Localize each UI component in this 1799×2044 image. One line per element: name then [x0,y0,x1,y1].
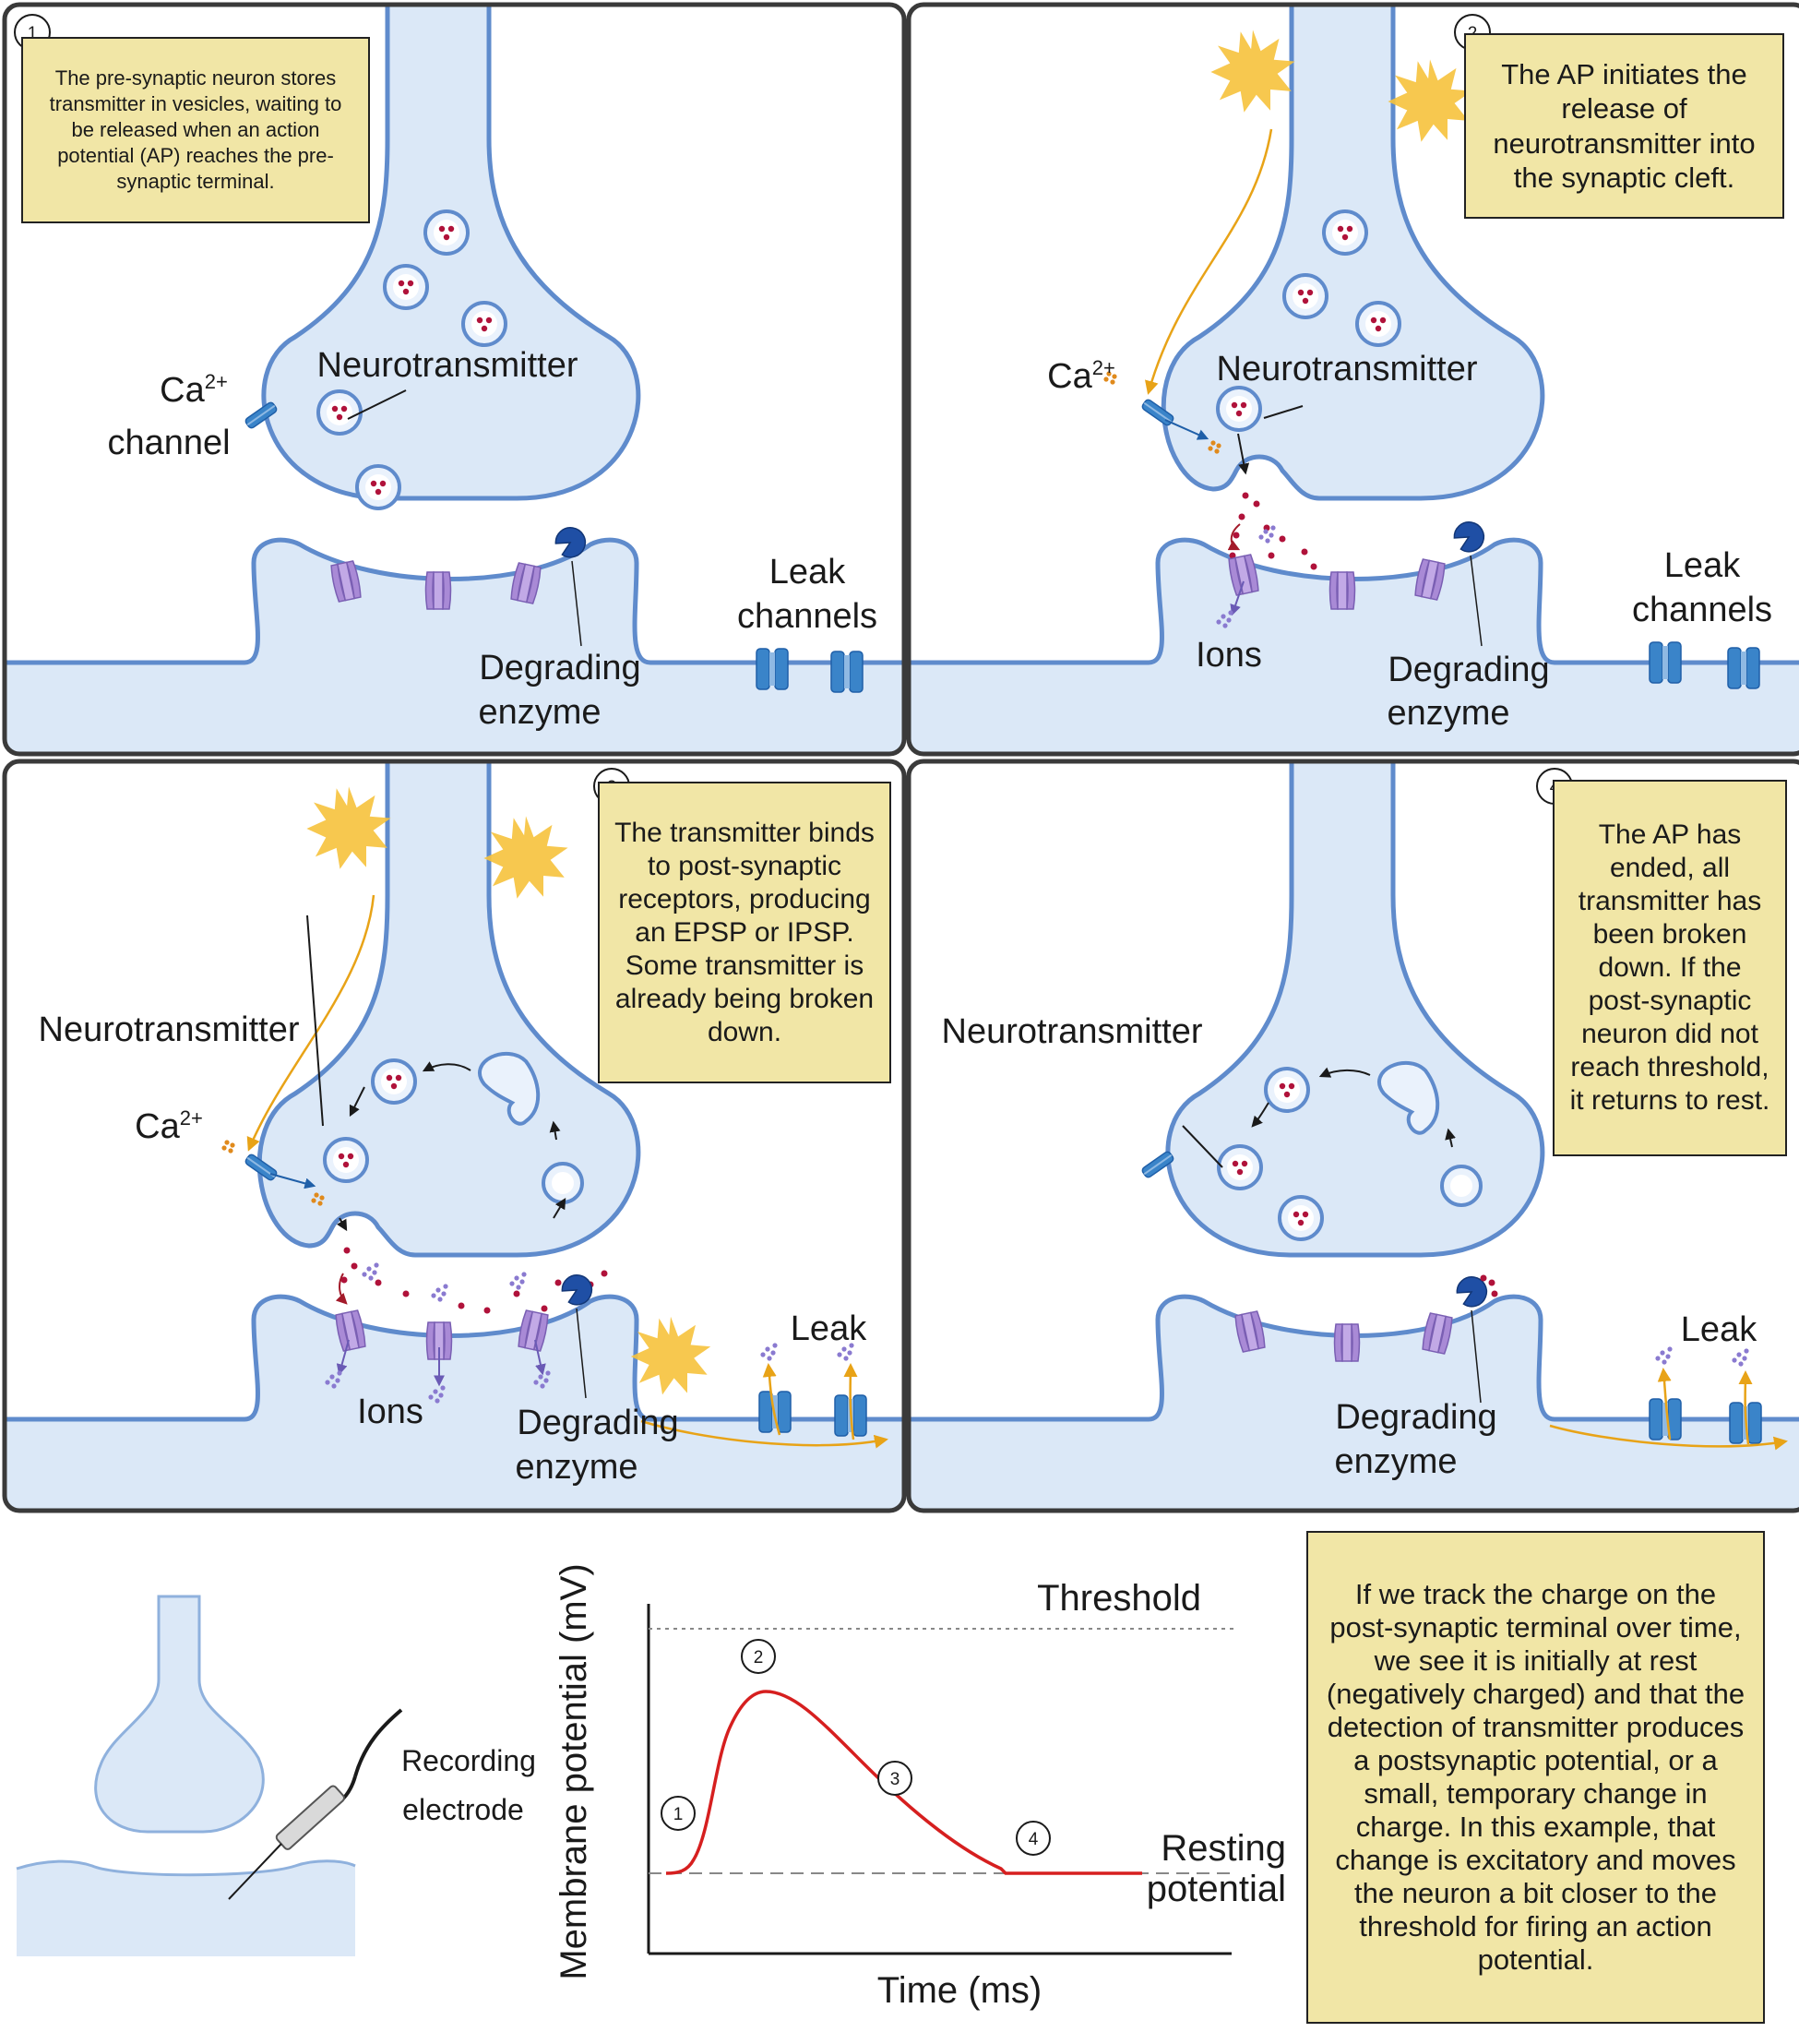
membrane-trace [665,1690,1142,1875]
synaptic-vesicle-icon [1282,273,1328,319]
leak-channel-icon [756,648,789,690]
chart-step-3: 3 [877,1761,912,1796]
ions-label: Ions [1196,636,1262,675]
leak-label: Leak [769,553,846,592]
synaptic-vesicle-icon [1217,1144,1263,1190]
svg-text:1: 1 [673,1805,684,1824]
synaptic-vesicle-icon [1216,386,1262,432]
leak-channels-label: channels [737,597,877,636]
electrode-illustration [16,1595,403,1956]
note-text: If we track the charge on the post-synap… [1326,1578,1745,1976]
note-text: The AP has ended, all transmitter has be… [1569,819,1770,1116]
ca-label: Ca2+ [135,1106,203,1146]
leak-label: Leak [791,1309,867,1348]
leak-label: Leak [1681,1310,1757,1349]
panel-1-border [2,2,907,757]
enzyme-label: enzyme [1387,694,1509,733]
leak-channels-label: channels [1632,591,1772,629]
note-panel-1: The pre-synaptic neuron stores transmitt… [21,37,370,223]
ca-channel-label-2: channel [107,424,230,462]
chart-step-2: 2 [741,1639,776,1674]
y-axis-label: Membrane potential (mV) [554,1563,594,1979]
resting-label-2: potential [1147,1869,1286,1909]
synaptic-vesicle-icon [542,1162,584,1204]
synaptic-vesicle-icon [371,1058,417,1105]
note-text: The transmitter binds to post-synaptic r… [614,817,875,1047]
note-text: The pre-synaptic neuron stores transmitt… [49,66,342,194]
degrading-label: Degrading [479,649,640,687]
electrode-label-2: electrode [402,1793,524,1826]
recording-electrode-icon [228,1708,403,1900]
ca-channel-label: Ca2+ [160,370,228,410]
synaptic-vesicle-icon [355,464,401,510]
ions-label: Ions [357,1393,423,1431]
synaptic-vesicle-icon [383,264,429,310]
resting-label: Resting [1161,1828,1286,1869]
membrane-potential-chart: 1 2 3 4 Threshold Resting potential Time… [554,1563,1286,2011]
degrading-label: Degrading [517,1404,678,1442]
synaptic-vesicle-icon [316,389,363,436]
synaptic-vesicle-icon [1264,1067,1310,1113]
recycling-vesicle [1377,1060,1440,1135]
svg-text:1: 1 [28,24,38,43]
leak-channel-icon [1649,641,1682,684]
chart-step-1: 1 [661,1796,696,1831]
note-bottom: If we track the charge on the post-synap… [1306,1531,1765,2024]
recycling-vesicle [478,1051,541,1126]
synaptic-vesicle-icon [1355,301,1401,347]
degrading-label: Degrading [1388,651,1549,689]
leak-label: Leak [1664,546,1741,585]
degrading-label: Degrading [1335,1398,1496,1437]
synaptic-vesicle-icon [1322,209,1368,256]
postsynaptic-receptor-icon [424,571,452,610]
svg-text:2: 2 [754,1648,764,1667]
note-panel-3: The transmitter binds to post-synaptic r… [598,782,891,1083]
note-panel-2: The AP initiates the release of neurotra… [1464,33,1784,219]
enzyme-label: enzyme [1334,1442,1457,1481]
neurotransmitter-label: Neurotransmitter [39,1010,300,1049]
neurotransmitter-label: Neurotransmitter [1217,350,1478,388]
synaptic-vesicle-icon [323,1137,369,1183]
x-axis-label: Time (ms) [877,1970,1042,2011]
threshold-label: Threshold [1037,1578,1201,1619]
synaptic-vesicle-icon [1278,1195,1324,1241]
neurotransmitter-label: Neurotransmitter [942,1012,1203,1051]
synaptic-vesicle-icon [461,301,507,347]
ca-label: Ca2+ [1047,356,1115,396]
svg-text:4: 4 [1029,1830,1039,1849]
panel-4-border [906,759,1799,1513]
chart-step-4: 4 [1016,1821,1051,1856]
panel-2-border [906,2,1799,757]
leak-channel-icon [830,651,864,693]
electrode-label: Recording [401,1744,536,1777]
enzyme-label: enzyme [478,693,601,732]
note-text: The AP initiates the release of neurotra… [1493,58,1756,194]
synaptic-vesicle-icon [1440,1165,1483,1207]
neurotransmitter-label: Neurotransmitter [317,346,578,385]
synaptic-vesicle-icon [423,209,470,256]
note-panel-4: The AP has ended, all transmitter has be… [1553,780,1787,1156]
panel-3-border [2,759,907,1513]
svg-text:3: 3 [890,1770,900,1789]
enzyme-label: enzyme [515,1448,637,1487]
leak-channel-icon [1727,647,1760,689]
